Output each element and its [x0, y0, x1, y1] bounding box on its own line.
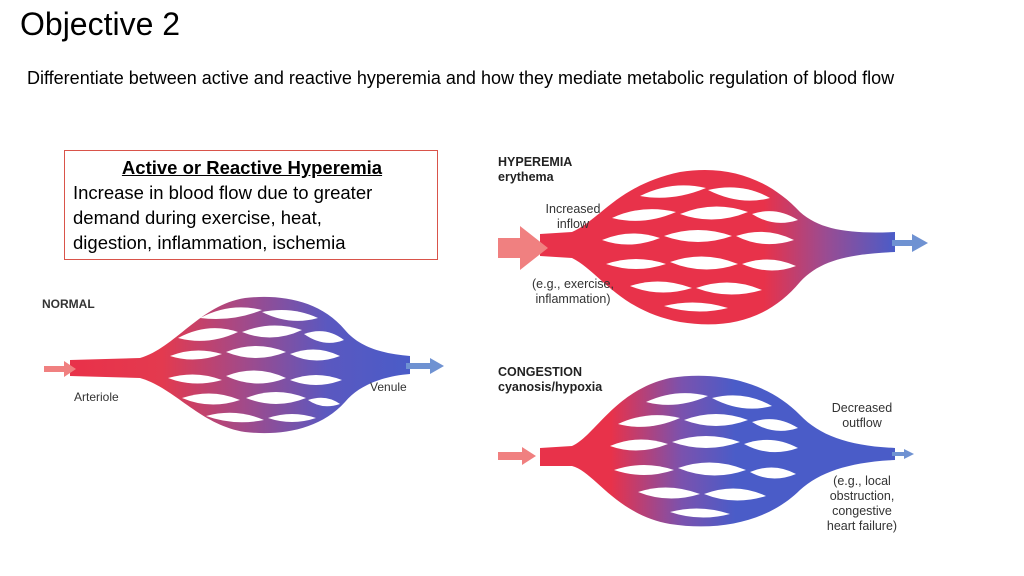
increased-inflow-label-2: inflow: [557, 217, 590, 231]
congestion-vessel-network: [498, 375, 914, 527]
increased-inflow-label-1: Increased: [546, 202, 601, 216]
congestion-example-3: congestive: [832, 504, 892, 518]
congestion-subheading: cyanosis/hypoxia: [498, 380, 603, 394]
definition-line-2: demand during exercise, heat,: [73, 207, 322, 228]
definition-heading: Active or Reactive Hyperemia: [121, 157, 383, 178]
venule-label: Venule: [370, 380, 407, 394]
congestion-heading: CONGESTION: [498, 365, 582, 379]
hyperemia-capillary-gaps: [602, 185, 798, 312]
hyperemia-example-1: (e.g., exercise,: [532, 277, 614, 291]
normal-heading: NORMAL: [42, 297, 95, 311]
congestion-outflow-arrow: [892, 449, 914, 459]
normal-vessel-network: [44, 296, 444, 434]
congestion-example-2: obstruction,: [830, 489, 895, 503]
congestion-vessel-body: [540, 375, 895, 527]
normal-vessel-body: [70, 296, 410, 434]
decreased-outflow-label-2: outflow: [842, 416, 883, 430]
arteriole-label: Arteriole: [74, 390, 119, 404]
congestion-example-1: (e.g., local: [833, 474, 891, 488]
definition-box: Active or Reactive Hyperemia Increase in…: [64, 150, 438, 260]
hyperemia-vessel-network: [498, 169, 928, 325]
decreased-outflow-label-1: Decreased: [832, 401, 892, 415]
slide-subtitle: Differentiate between active and reactiv…: [27, 68, 895, 88]
slide-title: Objective 2: [20, 6, 181, 42]
normal-inflow-arrow: [44, 361, 76, 377]
definition-line-3: digestion, inflammation, ischemia: [73, 232, 346, 253]
normal-outflow-arrow: [406, 358, 444, 374]
congestion-inflow-arrow: [498, 447, 536, 465]
hyperemia-example-2: inflammation): [535, 292, 610, 306]
definition-line-1: Increase in blood flow due to greater: [73, 182, 373, 203]
congestion-example-4: heart failure): [827, 519, 897, 533]
normal-capillary-gaps: [168, 307, 344, 423]
hyperemia-heading: HYPEREMIA: [498, 155, 572, 169]
hyperemia-inflow-arrow: [498, 226, 548, 270]
hyperemia-subheading: erythema: [498, 170, 555, 184]
hyperemia-outflow-arrow: [892, 234, 928, 252]
hyperemia-vessel-body: [540, 169, 895, 325]
congestion-capillary-gaps: [610, 393, 798, 518]
